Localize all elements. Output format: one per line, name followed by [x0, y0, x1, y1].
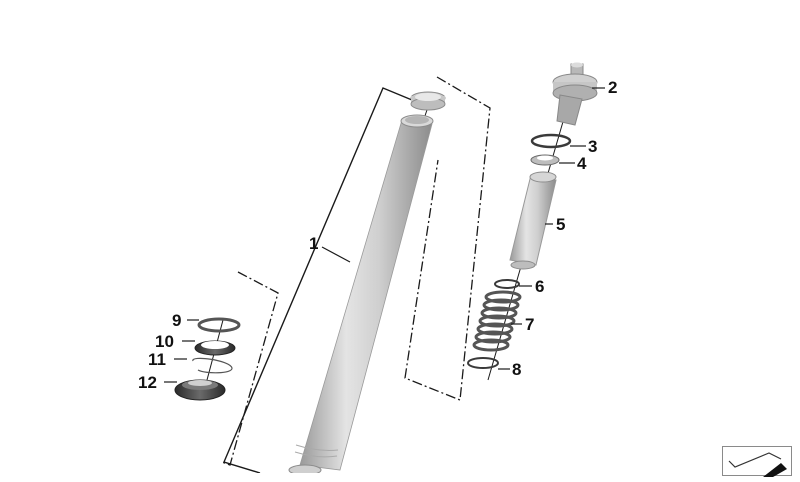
bracket-dashdot-left	[221, 271, 279, 466]
callout-10[interactable]: 10	[155, 332, 174, 351]
part-4-washer	[530, 154, 560, 166]
callout-7[interactable]: 7	[525, 315, 535, 334]
callout-6[interactable]: 6	[535, 277, 545, 296]
part-12-dust-seal	[174, 379, 226, 401]
part-5-spacer	[509, 171, 557, 270]
bracket-part-1	[223, 87, 413, 473]
callout-5[interactable]: 5	[556, 215, 566, 234]
callout-9[interactable]: 9	[172, 311, 182, 330]
part-8-ring	[467, 357, 499, 369]
callout-8[interactable]: 8	[512, 360, 522, 379]
callout-1[interactable]: 1	[309, 234, 319, 253]
part-11-circlip	[192, 357, 233, 374]
callout-4[interactable]: 4	[577, 154, 587, 173]
part-6-washer	[494, 279, 520, 289]
diagram-navigation-icon[interactable]	[722, 446, 792, 477]
part-3-o-ring	[530, 133, 572, 149]
callout-12[interactable]: 12	[138, 373, 157, 392]
bracket-dashdot-right	[404, 76, 491, 401]
callout-3[interactable]: 3	[588, 137, 598, 156]
part-9-washer	[197, 317, 241, 333]
callout-11[interactable]: 11	[148, 350, 166, 369]
part-2-cap	[552, 62, 598, 126]
part-10-seal-ring	[194, 340, 236, 356]
part-1-fork-tube	[288, 91, 446, 473]
callout-2[interactable]: 2	[608, 78, 618, 97]
part-7-spring	[472, 290, 522, 352]
